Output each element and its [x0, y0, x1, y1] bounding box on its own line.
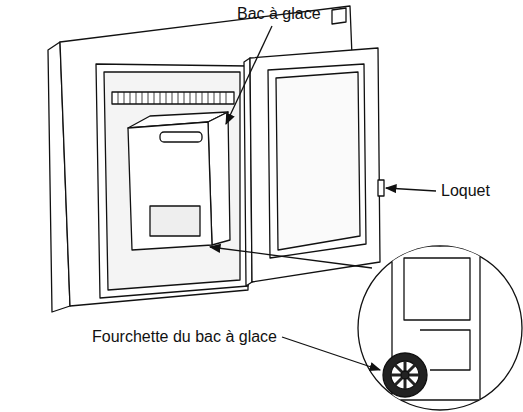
door-pane — [276, 72, 360, 250]
leader-line — [226, 26, 272, 124]
inset-bin-detail — [420, 330, 470, 370]
top-knob — [332, 8, 346, 24]
inset-bin — [392, 246, 480, 400]
compartment-frame — [96, 64, 248, 298]
fork-gear-hub — [391, 361, 419, 389]
part-label: Fourchette du bac à glace — [92, 327, 277, 346]
bin-handle — [160, 132, 202, 142]
compartment-recess — [104, 72, 240, 290]
leader-line — [386, 188, 436, 191]
detail-circle — [358, 246, 522, 410]
leader-line — [282, 337, 380, 370]
fork-spokes — [391, 361, 419, 389]
ice-maker — [112, 92, 234, 104]
door — [250, 48, 380, 282]
leader-line — [210, 247, 372, 268]
fork-center — [401, 371, 409, 379]
part-label: Bac à glace — [237, 4, 321, 23]
bin-front — [128, 122, 212, 250]
latch — [378, 180, 384, 196]
bin-panel — [150, 206, 200, 236]
inset-bin-window — [404, 258, 470, 320]
ice-maker-ribs — [118, 92, 226, 104]
part-label: Loquet — [441, 181, 490, 200]
door-window — [268, 64, 366, 258]
fork-gear — [383, 353, 427, 397]
